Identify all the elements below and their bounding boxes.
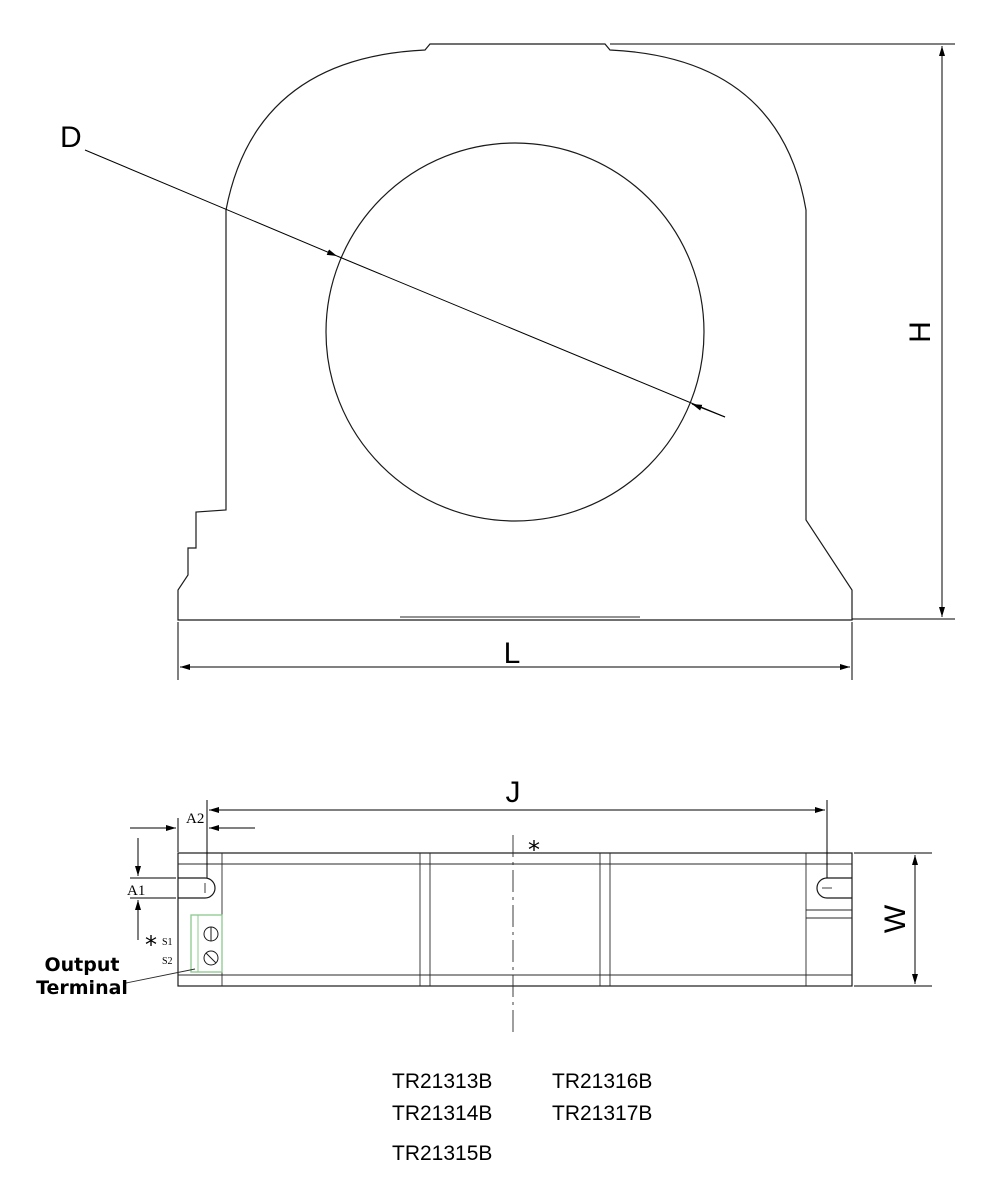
dim-l-label: L bbox=[504, 637, 521, 670]
output-terminal-leader bbox=[125, 968, 196, 984]
terminal-label-s2: S2 bbox=[162, 956, 173, 967]
dim-d-arrow-in bbox=[691, 403, 726, 418]
core-window bbox=[325, 142, 705, 522]
model-item: TR21315B bbox=[392, 1142, 492, 1165]
terminal-block-outline bbox=[190, 914, 223, 973]
mounting-slot-left bbox=[178, 877, 216, 899]
polarity-mark: * bbox=[528, 836, 540, 864]
dim-w-label: W bbox=[879, 904, 912, 933]
terminal-screw-s2 bbox=[203, 950, 219, 966]
dim-d-leader bbox=[84, 149, 338, 257]
mounting-slot-right bbox=[816, 877, 852, 899]
model-item: TR21317B bbox=[552, 1102, 652, 1125]
transformer-body-outline bbox=[177, 43, 853, 621]
terminal-polarity-mark: * bbox=[145, 931, 157, 959]
model-list: TR21313B TR21316B TR21314B TR21317B TR21… bbox=[392, 1070, 652, 1165]
side-body-outline bbox=[177, 852, 853, 987]
model-item: TR21314B bbox=[392, 1102, 492, 1125]
front-view: D H L bbox=[60, 43, 955, 680]
dim-d-line bbox=[336, 255, 726, 418]
dim-j-label: J bbox=[506, 776, 521, 809]
model-item: TR21313B bbox=[392, 1070, 492, 1093]
dim-h-label: H bbox=[904, 321, 937, 343]
terminal-screw-s1 bbox=[203, 926, 219, 942]
side-view: * * S1 S2 Output Terminal J bbox=[36, 776, 932, 1035]
output-terminal-block bbox=[190, 914, 223, 973]
dim-d-label: D bbox=[60, 121, 82, 154]
dim-a1-label: A1 bbox=[127, 883, 145, 899]
dim-a2-label: A2 bbox=[186, 811, 204, 827]
output-terminal-label-line1: Output bbox=[45, 954, 120, 976]
terminal-label-s1: S1 bbox=[162, 937, 173, 948]
output-terminal-label-line2: Terminal bbox=[36, 977, 128, 999]
model-item: TR21316B bbox=[552, 1070, 652, 1093]
